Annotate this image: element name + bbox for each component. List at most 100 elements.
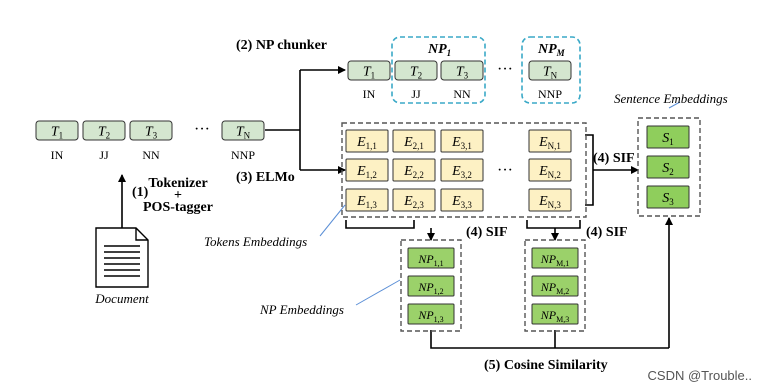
svg-text:T1: T1 [363, 65, 375, 81]
npm-embedding-2: NPM,2 [531, 275, 579, 297]
svg-text:NPM,2: NPM,2 [540, 280, 569, 296]
chunk-token-3: T3 [440, 60, 484, 81]
tokenizer-label-line3: POS-tagger [143, 200, 213, 215]
input-token-tag-2: JJ [99, 148, 109, 162]
elmo-cell-1-3: E3,1 [440, 129, 484, 153]
elmo-cell-1-1: E1,1 [345, 129, 389, 153]
elmo-cell-2-2: E2,2 [392, 158, 436, 182]
sif-sentence-label: (4) SIF [593, 151, 635, 166]
chunk-token-tag-1: IN [363, 87, 376, 101]
sif-npm-label: (4) SIF [586, 225, 628, 240]
elmo-cell-2-3: E3,2 [440, 158, 484, 182]
svg-text:S3: S3 [662, 191, 674, 207]
np-chunker-label: (2) NP chunker [236, 38, 327, 53]
elmo-cell-3-4: EN,3 [528, 188, 572, 212]
svg-text:T2: T2 [98, 125, 110, 141]
chunk-token-tag-3: NN [453, 87, 471, 101]
document-icon [95, 227, 149, 288]
svg-text:S2: S2 [662, 161, 674, 177]
elmo-embeddings-box [341, 122, 587, 218]
sentence-embedding-3: S3 [646, 185, 690, 209]
svg-text:EN,3: EN,3 [538, 194, 561, 210]
npm-group-box [521, 36, 581, 104]
npm-embedding-1: NPM,1 [531, 247, 579, 269]
elmo-cell-3-3: E3,3 [440, 188, 484, 212]
np1-embedding-3: NP1,3 [407, 303, 455, 325]
input-token-2: T2 [82, 120, 126, 141]
elmo-ellipsis: ··· [497, 162, 513, 179]
svg-text:TN: TN [236, 125, 251, 141]
input-token-3: T3 [129, 120, 173, 141]
svg-text:NP1: NP1 [427, 42, 451, 58]
tokenizer-step-number: (1) [132, 185, 149, 200]
input-ellipsis: ··· [194, 121, 210, 138]
svg-text:NPM,3: NPM,3 [540, 308, 569, 324]
svg-text:S1: S1 [662, 131, 674, 147]
np1-embeddings-box [400, 239, 462, 332]
sif-np1-label: (4) SIF [466, 225, 508, 240]
svg-text:T3: T3 [145, 125, 158, 141]
elmo-cell-2-4: EN,2 [528, 158, 572, 182]
chunk-token-4: TN [528, 60, 572, 81]
input-token-tag-4: NNP [231, 148, 255, 162]
tokenizer-label-line2: + [174, 188, 182, 203]
svg-text:T2: T2 [410, 65, 422, 81]
svg-text:E3,3: E3,3 [451, 194, 472, 210]
leader-lines [319, 101, 681, 306]
np1-group-title: NP1 [427, 42, 451, 58]
chunk-token-2: T2 [394, 60, 438, 81]
svg-text:EN,2: EN,2 [538, 164, 561, 180]
watermark: CSDN @Trouble.. [648, 368, 752, 383]
chunk-token-tag-4: NNP [538, 87, 562, 101]
svg-text:NPM: NPM [537, 42, 566, 58]
svg-text:NP1,2: NP1,2 [417, 280, 443, 296]
elmo-cell-1-4: EN,1 [528, 129, 572, 153]
svg-text:E3,1: E3,1 [451, 135, 472, 151]
svg-text:E1,1: E1,1 [356, 135, 377, 151]
svg-text:EN,1: EN,1 [538, 135, 561, 151]
chunk-ellipsis: ··· [497, 61, 513, 78]
svg-text:NP1,3: NP1,3 [417, 308, 443, 324]
svg-text:E2,2: E2,2 [403, 164, 424, 180]
input-token-tag-3: NN [142, 148, 160, 162]
elmo-grid: E1,1 E2,1 E3,1 EN,1E1,2 E2,2 E3,2 EN,2E1,3 E2,3… [345, 129, 572, 212]
npm-embeddings-box [524, 239, 586, 332]
svg-text:NP1,1: NP1,1 [417, 252, 443, 268]
svg-text:E1,2: E1,2 [356, 164, 377, 180]
np-embeddings-label: NP Embeddings [259, 302, 344, 317]
input-token-4: TN [221, 120, 265, 141]
input-token-1: T1 [35, 120, 79, 141]
npm-embedding-3: NPM,3 [531, 303, 579, 325]
document-label: Document [94, 291, 149, 306]
elmo-cell-2-1: E1,2 [345, 158, 389, 182]
elmo-cell-1-2: E2,1 [392, 129, 436, 153]
chunk-token-1: T1 [347, 60, 391, 81]
svg-text:E2,1: E2,1 [403, 135, 424, 151]
cosine-similarity-label: (5) Cosine Similarity [484, 358, 608, 373]
sentence-embeddings-label: Sentence Embeddings [614, 91, 728, 106]
input-token-tag-1: IN [51, 148, 64, 162]
svg-text:NPM,1: NPM,1 [540, 252, 569, 268]
chunk-token-tag-2: JJ [411, 87, 421, 101]
svg-text:E1,3: E1,3 [356, 194, 377, 210]
tokens-embeddings-label: Tokens Embeddings [204, 234, 307, 249]
sentence-embedding-2: S2 [646, 155, 690, 179]
np1-embedding-2: NP1,2 [407, 275, 455, 297]
tokenizer-label-line1: Tokenizer [148, 176, 207, 191]
sentence-embedding-1: S1 [646, 125, 690, 149]
svg-text:E3,2: E3,2 [451, 164, 472, 180]
svg-text:T1: T1 [51, 125, 63, 141]
svg-text:E2,3: E2,3 [403, 194, 424, 210]
svg-text:T3: T3 [456, 65, 469, 81]
np1-group-box [391, 36, 486, 104]
connectors [118, 66, 673, 349]
elmo-label: (3) ELMo [236, 170, 295, 185]
elmo-cell-3-2: E2,3 [392, 188, 436, 212]
elmo-cell-3-1: E1,3 [345, 188, 389, 212]
